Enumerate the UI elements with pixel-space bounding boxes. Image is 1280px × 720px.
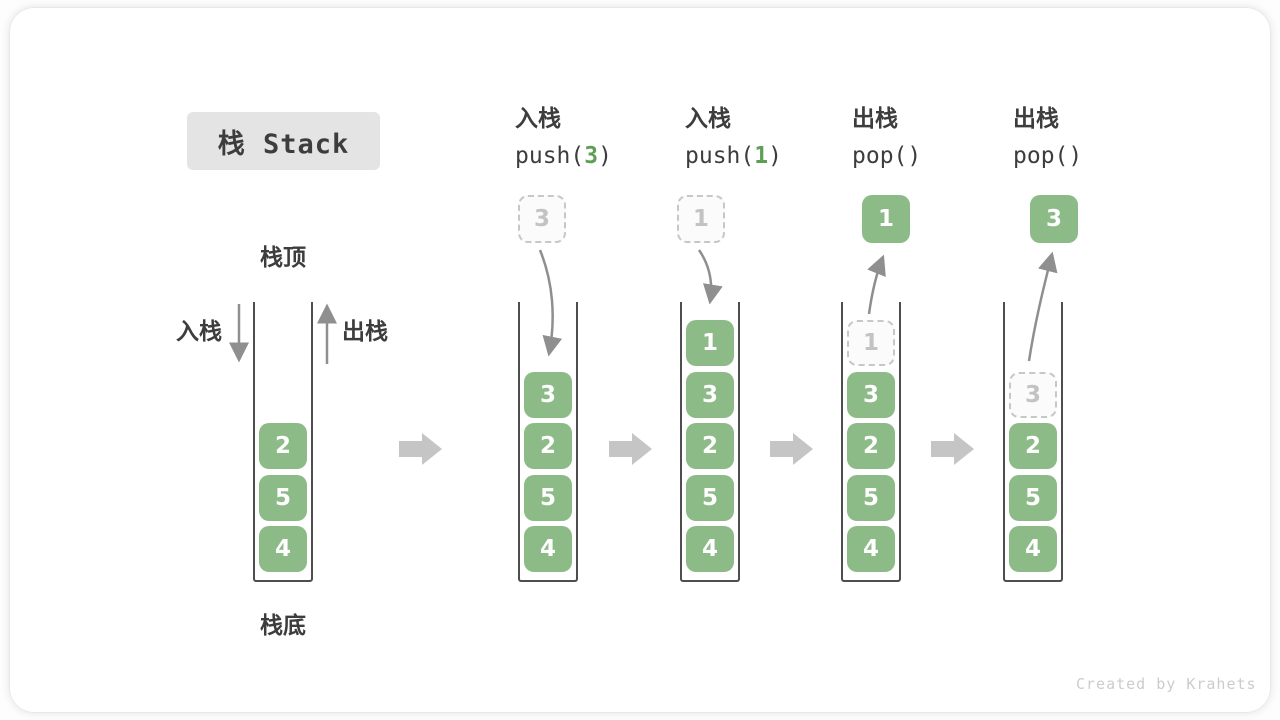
op-label-push1: 入栈	[685, 106, 731, 132]
stack-cell: 3	[524, 372, 572, 418]
stack-cell: 2	[524, 423, 572, 469]
code-prefix: push(	[515, 143, 585, 169]
stack-cell: 4	[686, 526, 734, 572]
code-prefix: pop(	[852, 143, 908, 169]
stack-cell: 2	[1009, 423, 1057, 469]
stack-container-2: 3 2 5 4	[518, 302, 578, 582]
floating-value-push3: 3	[518, 195, 566, 243]
page-title: 栈 Stack	[217, 128, 350, 160]
stack-cell: 2	[847, 423, 895, 469]
stack-cell-ghost: 3	[1009, 372, 1057, 418]
stack-cell-ghost: 1	[847, 320, 895, 366]
code-suffix: )	[1068, 143, 1083, 169]
floating-value-pop3: 3	[1030, 195, 1078, 243]
op-label-pop3: 出栈	[1013, 106, 1059, 132]
stack-bottom-label: 栈底	[260, 613, 306, 639]
title-badge: 栈 Stack	[187, 112, 380, 170]
stack-cell: 4	[847, 526, 895, 572]
code-value: 1	[754, 143, 769, 169]
push-side-label: 入栈	[176, 319, 222, 345]
stack-cell: 5	[686, 475, 734, 521]
op-code-push1: push(1)	[685, 142, 782, 170]
op-code-push3: push(3)	[515, 142, 612, 170]
stack-cell: 5	[1009, 475, 1057, 521]
stack-container-4: 1 3 2 5 4	[841, 302, 901, 582]
pop-side-label: 出栈	[342, 319, 388, 345]
stack-container-3: 1 3 2 5 4	[680, 302, 740, 582]
stack-cell: 5	[259, 475, 307, 521]
code-prefix: pop(	[1013, 143, 1069, 169]
op-label-pop1: 出栈	[852, 106, 898, 132]
stack-cell: 2	[686, 423, 734, 469]
stack-cell: 4	[259, 526, 307, 572]
stack-cell: 5	[847, 475, 895, 521]
code-value: 3	[584, 143, 599, 169]
stack-container-1: 2 5 4	[253, 302, 313, 582]
stack-cell: 5	[524, 475, 572, 521]
code-suffix: )	[598, 143, 612, 169]
code-suffix: )	[907, 143, 922, 169]
op-label-push3: 入栈	[515, 106, 561, 132]
stack-cell: 4	[524, 526, 572, 572]
stack-cell: 4	[1009, 526, 1057, 572]
op-code-pop1: pop()	[852, 142, 921, 170]
floating-value-push1: 1	[677, 195, 725, 243]
stack-cell: 2	[259, 423, 307, 469]
code-prefix: push(	[685, 143, 755, 169]
stack-container-5: 3 2 5 4	[1003, 302, 1063, 582]
stack-top-label: 栈顶	[260, 245, 306, 271]
stack-cell: 3	[847, 372, 895, 418]
stack-cell: 1	[686, 320, 734, 366]
code-suffix: )	[768, 143, 782, 169]
op-code-pop3: pop()	[1013, 142, 1082, 170]
watermark: Created by Krahets	[1076, 675, 1257, 693]
stack-cell: 3	[686, 372, 734, 418]
floating-value-pop1: 1	[862, 195, 910, 243]
